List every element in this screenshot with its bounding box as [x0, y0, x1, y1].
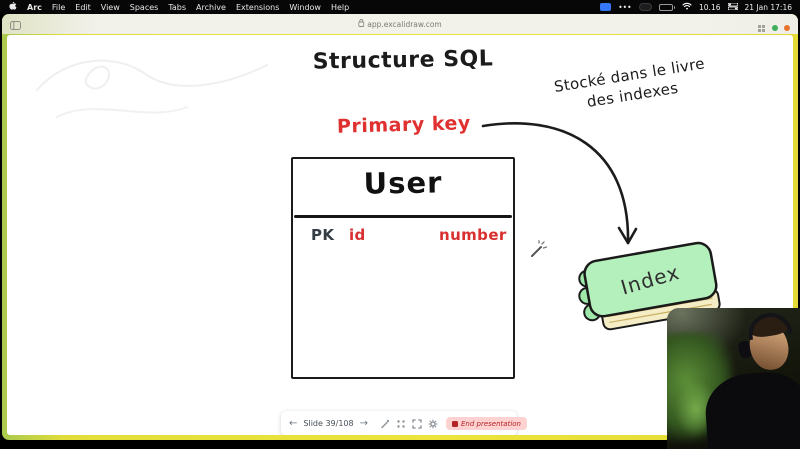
- sidebar-toggle-icon[interactable]: [10, 15, 21, 34]
- notification-orange-dot[interactable]: [784, 24, 790, 31]
- status-more-icon[interactable]: •••: [618, 2, 632, 12]
- end-presentation-label: End presentation: [461, 419, 521, 428]
- board-title: Structure SQL: [312, 46, 494, 75]
- menu-spaces[interactable]: Spaces: [129, 2, 159, 12]
- menu-file[interactable]: File: [51, 2, 66, 12]
- menu-archive[interactable]: Archive: [196, 2, 226, 12]
- browser-toolbar: app.excalidraw.com: [2, 14, 798, 34]
- user-table-shape: User PK id number: [291, 157, 515, 379]
- menu-view[interactable]: View: [100, 2, 120, 12]
- menu-extensions[interactable]: Extensions: [235, 2, 280, 12]
- menubar: Arc File Edit View Spaces Tabs Archive E…: [0, 0, 800, 14]
- slide-counter: Slide 39/108: [303, 419, 354, 428]
- browser-window: app.excalidraw.com Structure SQL Stocké …: [2, 14, 798, 440]
- wifi-icon[interactable]: [682, 2, 692, 12]
- presentation-toolbar: ← Slide 39/108 → End presenta: [281, 411, 527, 435]
- menubar-status: ••• 10.16 21 Jan 17:16: [600, 2, 792, 12]
- browser-toolbar-right: [757, 18, 790, 37]
- extensions-icon[interactable]: [757, 18, 766, 37]
- status-timer[interactable]: 10.16: [699, 2, 721, 12]
- index-book-drawing: Index: [578, 241, 721, 331]
- menu-edit[interactable]: Edit: [75, 2, 91, 12]
- table-cell-pk: PK: [311, 226, 335, 244]
- primary-key-label: Primary key: [336, 112, 471, 138]
- settings-icon[interactable]: [428, 418, 438, 429]
- menubar-left: Arc File Edit View Spaces Tabs Archive E…: [8, 1, 349, 13]
- lock-icon: [358, 19, 365, 29]
- prev-slide-button[interactable]: ←: [289, 417, 298, 429]
- status-dark-pill-icon[interactable]: [638, 3, 652, 11]
- table-title: User: [363, 165, 443, 201]
- webcam-overlay: [667, 308, 800, 449]
- apple-logo-icon[interactable]: [8, 1, 17, 13]
- menu-app-name[interactable]: Arc: [27, 2, 42, 12]
- apps-icon[interactable]: [396, 419, 406, 429]
- table-divider: [294, 215, 512, 218]
- menu-help[interactable]: Help: [330, 2, 350, 12]
- control-center-icon[interactable]: [727, 2, 738, 12]
- next-slide-button[interactable]: →: [359, 417, 368, 429]
- end-presentation-button[interactable]: End presentation: [446, 417, 527, 430]
- menu-tabs[interactable]: Tabs: [168, 2, 187, 12]
- battery-icon[interactable]: [658, 3, 676, 11]
- address-bar[interactable]: app.excalidraw.com: [350, 17, 449, 31]
- excalidraw-canvas[interactable]: Structure SQL Stocké dans le livre des i…: [7, 35, 793, 435]
- laser-pointer-cursor: [531, 240, 548, 257]
- table-cell-type: number: [439, 226, 507, 244]
- table-cell-id: id: [349, 226, 366, 244]
- menu-window[interactable]: Window: [289, 2, 321, 12]
- fullscreen-icon[interactable]: [412, 418, 422, 429]
- faint-scribbles: [36, 59, 268, 118]
- curved-arrow: [481, 122, 638, 245]
- url-text: app.excalidraw.com: [367, 19, 442, 29]
- status-clock[interactable]: 21 Jan 17:16: [744, 2, 793, 12]
- book-cover: [583, 241, 718, 318]
- laser-pointer-icon[interactable]: [380, 419, 390, 429]
- status-blue-icon[interactable]: [600, 3, 612, 11]
- avatar-green-dot[interactable]: [772, 24, 778, 31]
- stop-icon: [452, 420, 458, 427]
